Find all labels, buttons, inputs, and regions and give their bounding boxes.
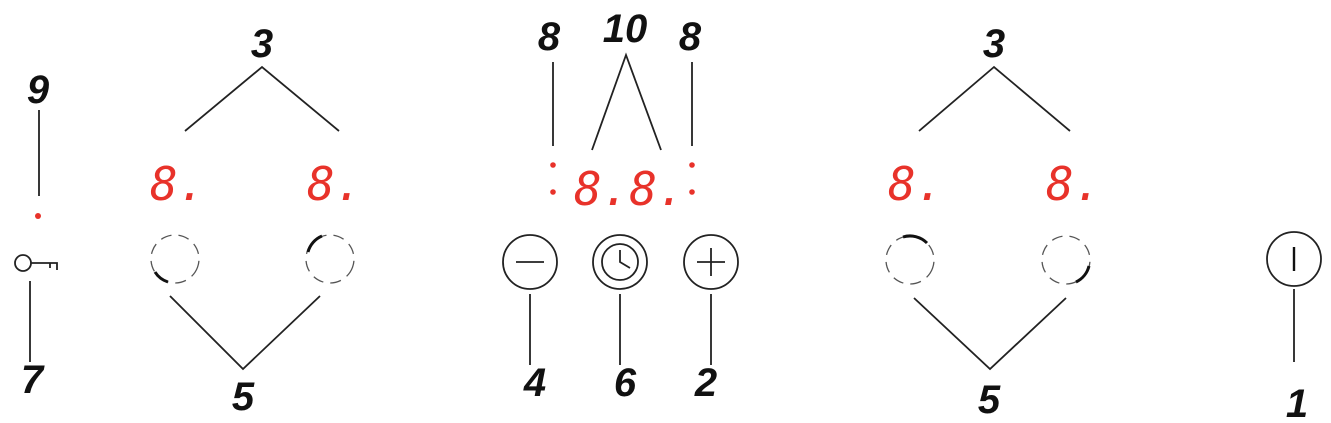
callout-9: 9 bbox=[27, 68, 50, 112]
callout-2: 2 bbox=[694, 361, 717, 405]
callout-7: 7 bbox=[21, 358, 45, 402]
zone1-display: 8. bbox=[150, 157, 205, 211]
timer-display: 8.8. bbox=[574, 162, 685, 216]
zone3-select-button[interactable] bbox=[879, 229, 941, 291]
callout-8-right: 8 bbox=[679, 15, 702, 59]
callout-1: 1 bbox=[1286, 382, 1308, 423]
callout-10: 10 bbox=[603, 7, 648, 51]
clock-icon bbox=[601, 243, 639, 281]
callout-3-right: 3 bbox=[983, 22, 1005, 66]
callout-5-right: 5 bbox=[978, 378, 1001, 422]
zone4-display: 8. bbox=[1046, 157, 1101, 211]
plus-icon bbox=[697, 248, 725, 276]
plus-button[interactable] bbox=[683, 234, 739, 290]
minus-button[interactable] bbox=[502, 234, 558, 290]
callout-8-left: 8 bbox=[538, 15, 561, 59]
callout-4: 4 bbox=[523, 361, 546, 405]
callout-3-left: 3 bbox=[251, 22, 273, 66]
timer-dot-right-top bbox=[689, 162, 695, 168]
timer-dot-left-bottom bbox=[550, 189, 556, 195]
callout-6: 6 bbox=[614, 361, 637, 405]
power-button[interactable] bbox=[1266, 231, 1322, 287]
zone4-select-button[interactable] bbox=[1035, 229, 1097, 291]
zone3-display: 8. bbox=[888, 157, 943, 211]
timer-button[interactable] bbox=[592, 234, 648, 290]
leader-lines bbox=[29, 52, 1295, 371]
zone2-display: 8. bbox=[307, 157, 362, 211]
timer-dot-right-bottom bbox=[689, 189, 695, 195]
key-icon[interactable] bbox=[14, 254, 58, 272]
callout-5-left: 5 bbox=[232, 375, 255, 419]
zone1-select-button[interactable] bbox=[144, 228, 206, 290]
timer-dot-left-top bbox=[550, 162, 556, 168]
zone2-select-button[interactable] bbox=[299, 228, 361, 290]
lock-indicator-dot bbox=[35, 213, 41, 219]
